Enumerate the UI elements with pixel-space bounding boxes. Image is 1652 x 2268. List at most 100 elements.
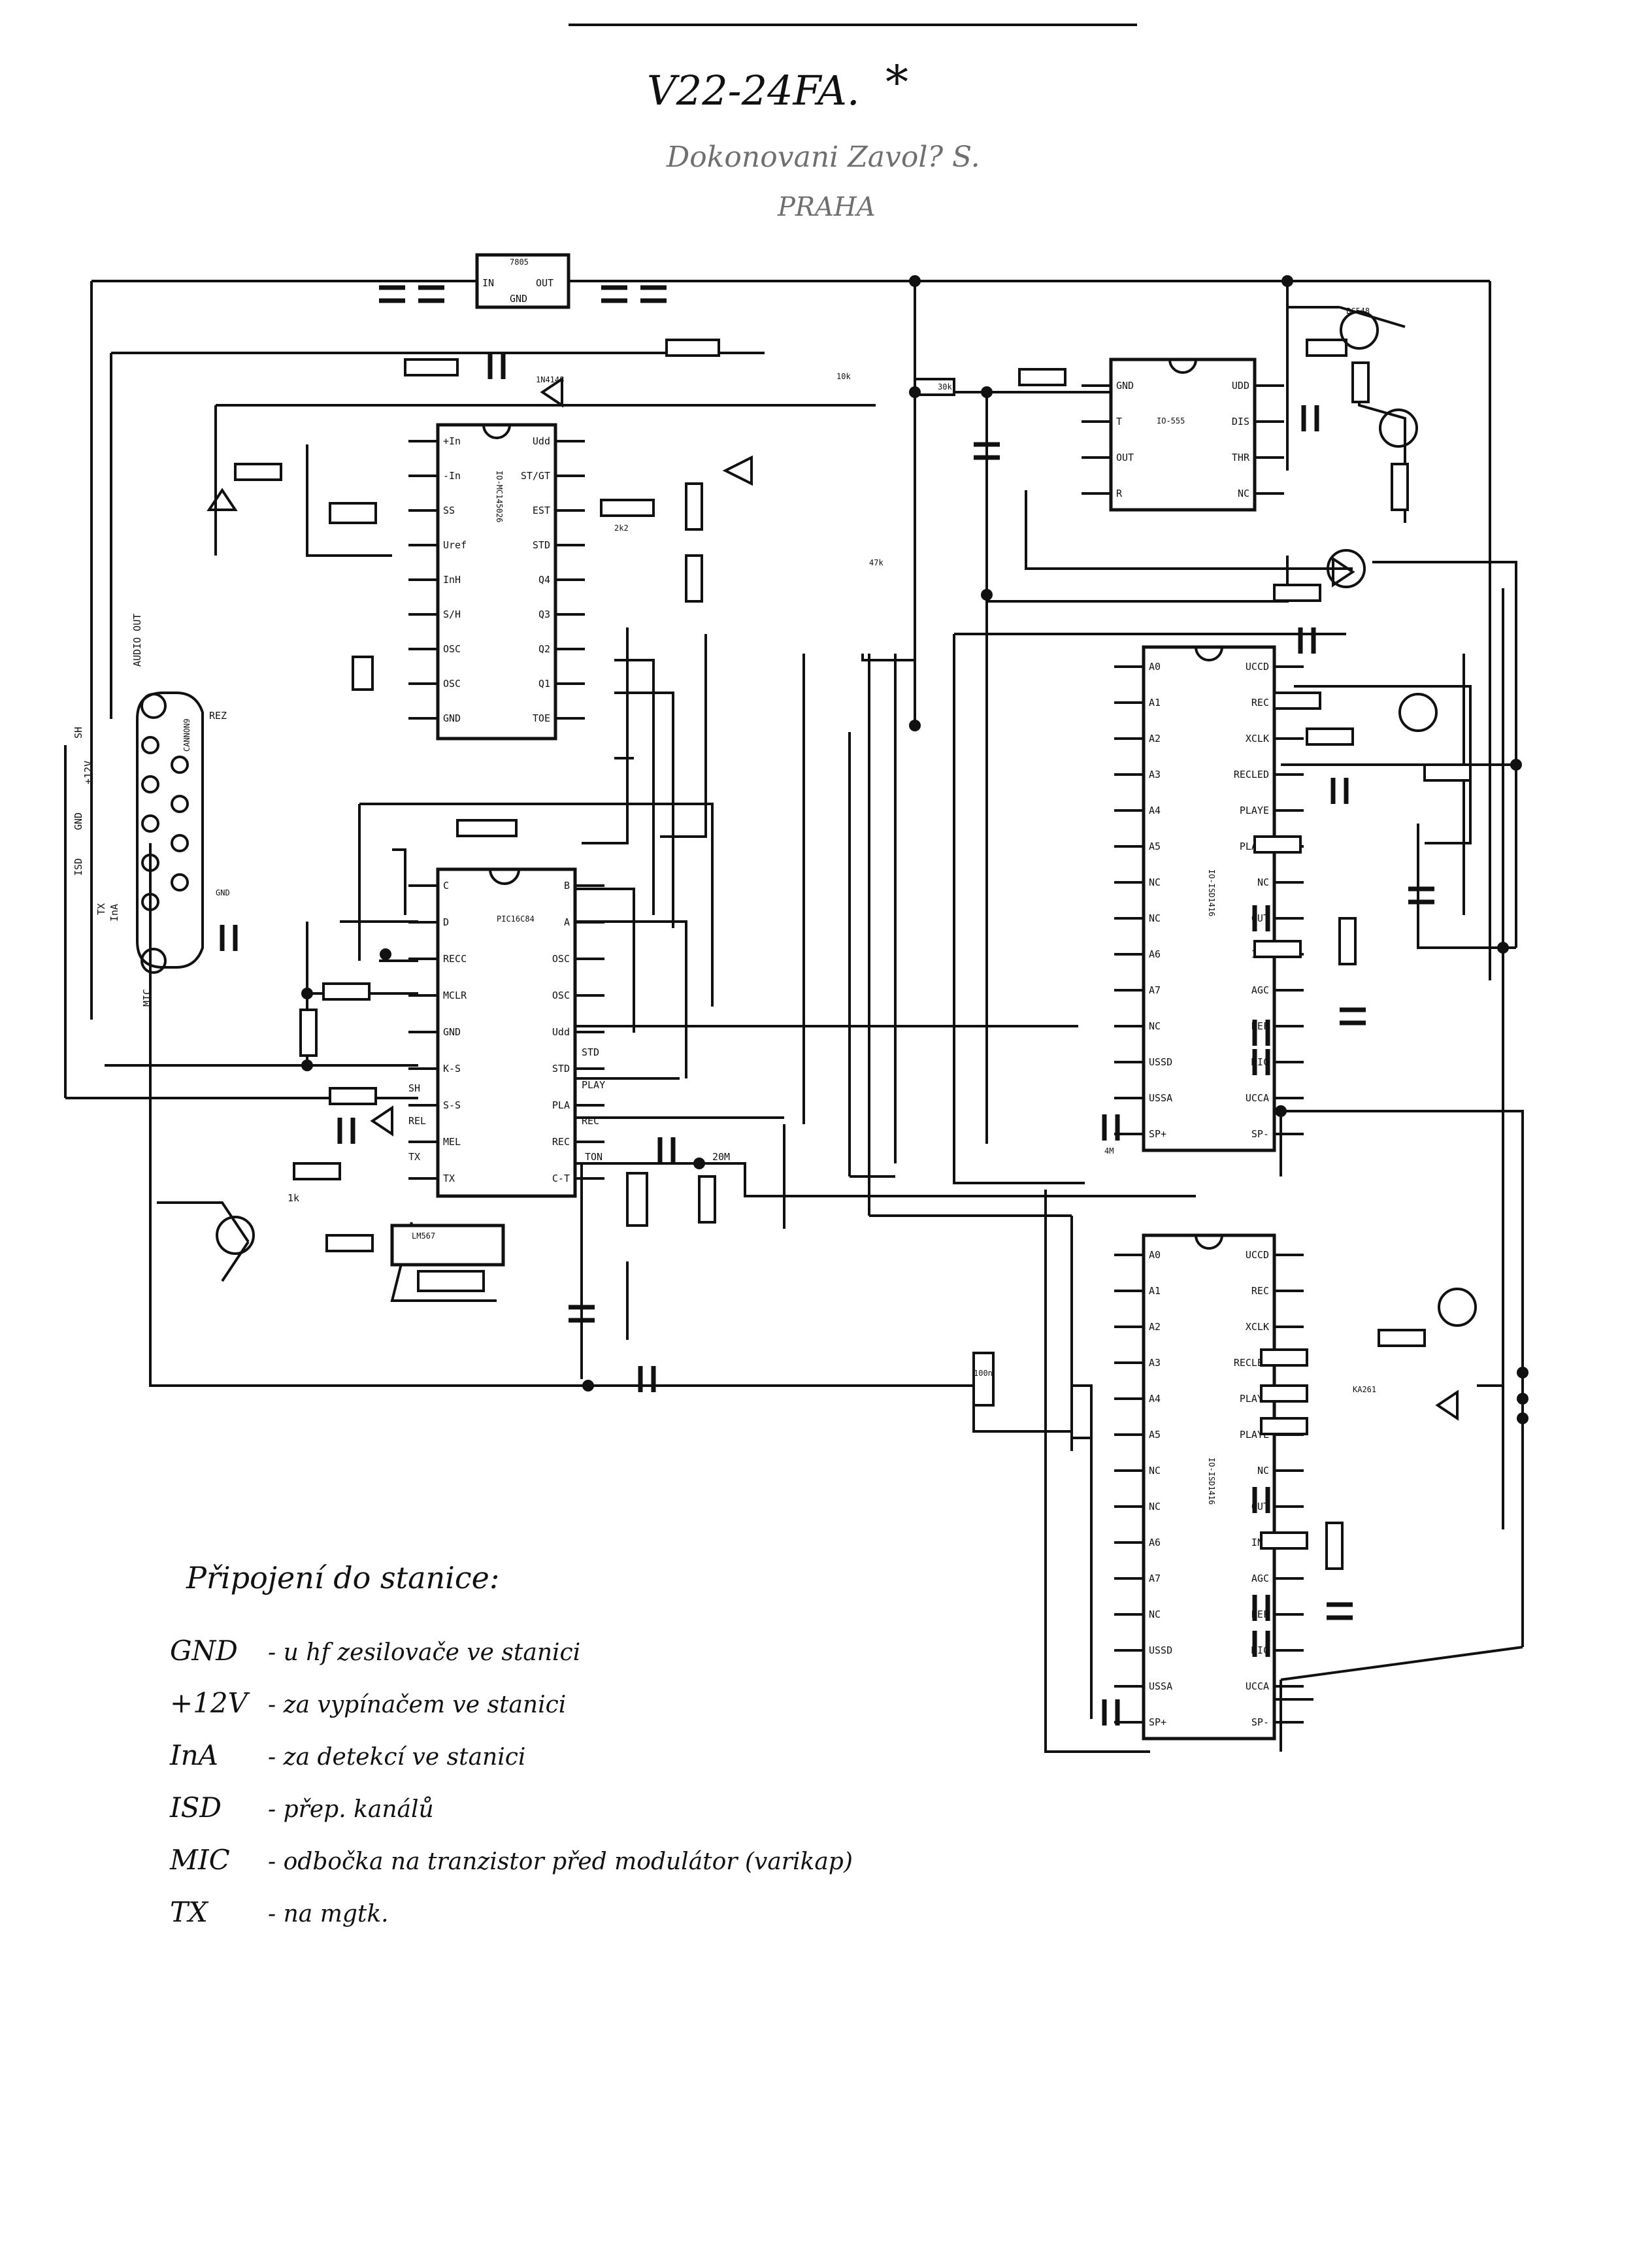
net-label-lm567: LM567 xyxy=(412,1231,435,1241)
connector: AUDIO OUT CANNON9 REZ GND SH +12V GND IS… xyxy=(73,614,230,1007)
u5-pin-left-3: A3 xyxy=(1149,1357,1161,1369)
u4-pin-left-12: USSA xyxy=(1149,1092,1172,1104)
u5-part: IO-ISD1416 xyxy=(1207,1458,1216,1505)
note-text: - odbočka na tranzistor před modulátor (… xyxy=(268,1848,853,1875)
connector-name: AUDIO OUT xyxy=(131,614,143,667)
u1-pin-right-3: STD xyxy=(533,539,550,551)
connector-signal-ina: InA xyxy=(108,904,120,922)
u4-pin-left-8: A6 xyxy=(1149,948,1161,960)
u5-pin-left-2: A2 xyxy=(1149,1321,1161,1333)
title-mark: * xyxy=(885,56,908,109)
u4-pin-left-10: NC xyxy=(1149,1020,1161,1032)
u4-pin-left-2: A2 xyxy=(1149,733,1161,744)
net-label-47k: 47k xyxy=(869,558,884,567)
note-key: TX xyxy=(170,1896,209,1928)
u1-pin-left-3: Uref xyxy=(443,539,467,551)
u4-pin-left-9: A7 xyxy=(1149,984,1161,996)
u3-pin-left-2: OUT xyxy=(1116,452,1134,463)
u4-pin-right-1: REC xyxy=(1251,697,1269,709)
u2-pin-left-5: K-S xyxy=(443,1063,461,1075)
u5-pin-right-6: NC xyxy=(1257,1465,1269,1476)
u2-part: PIC16C84 xyxy=(497,914,535,924)
u4-pin-left-6: NC xyxy=(1149,876,1161,888)
u4-pin-right-12: UCCA xyxy=(1246,1092,1269,1104)
passive-components xyxy=(206,310,1477,1726)
connector-signal-isd: ISD xyxy=(73,858,84,876)
u2-pin-left-8: TX xyxy=(443,1173,455,1184)
u2-pin-right-0: B xyxy=(564,880,570,892)
u5-pin-left-11: USSD xyxy=(1149,1644,1172,1656)
u1-pin-right-7: Q1 xyxy=(538,678,550,690)
u1-pin-right-4: Q4 xyxy=(538,574,550,586)
u4-part: IO-ISD1416 xyxy=(1207,869,1216,916)
u2-pin-right-7: REC xyxy=(552,1136,570,1148)
u4-pin-left-11: USSD xyxy=(1149,1056,1172,1068)
u1-pin-left-7: OSC xyxy=(443,678,461,690)
u1-pin-left-5: S/H xyxy=(443,609,461,620)
u4-pin-right-6: NC xyxy=(1257,876,1269,888)
net-label-std: STD xyxy=(582,1046,599,1058)
u5-pin-left-0: A0 xyxy=(1149,1249,1161,1261)
u4-pin-left-1: A1 xyxy=(1149,697,1161,709)
regulator-pin-out: OUT xyxy=(536,277,553,289)
regulator: 7805 IN OUT GND xyxy=(379,253,667,309)
u4-pin-left-5: A5 xyxy=(1149,841,1161,852)
u2-pin-right-6: PLA xyxy=(552,1099,570,1111)
wiring xyxy=(64,280,1524,1753)
junction-dots xyxy=(301,275,1528,1424)
title: V22-24FA. xyxy=(647,67,860,114)
u3-pin-left-0: GND xyxy=(1116,380,1134,392)
connector-rez: REZ xyxy=(209,710,227,722)
u5-pin-right-12: UCCA xyxy=(1246,1680,1269,1692)
u5-pin-left-5: A5 xyxy=(1149,1429,1161,1441)
u4-pin-left-13: SP+ xyxy=(1149,1128,1166,1140)
u1-pin-right-2: EST xyxy=(533,505,550,516)
u4-pin-left-3: A3 xyxy=(1149,769,1161,780)
net-label-ton: TON xyxy=(585,1151,603,1163)
u5-pin-right-2: XCLK xyxy=(1246,1321,1269,1333)
u1-pin-left-2: SS xyxy=(443,505,455,516)
u4-pin-right-9: AGC xyxy=(1251,984,1269,996)
u1-part: IO-MC145026 xyxy=(495,471,504,522)
regulator-pin-gnd: GND xyxy=(510,293,527,305)
net-label-2k2: 2k2 xyxy=(614,524,629,533)
regulator-part: 7805 xyxy=(510,258,529,267)
net-label-sh: SH xyxy=(408,1082,420,1094)
u4-pin-right-13: SP- xyxy=(1251,1128,1269,1140)
u3-pin-right-1: DIS xyxy=(1232,416,1249,427)
u5-pin-left-12: USSA xyxy=(1149,1680,1172,1692)
u5-pin-right-1: REC xyxy=(1251,1285,1269,1297)
net-label-bc548: BC548 xyxy=(1346,307,1370,316)
u3-pin-right-0: UDD xyxy=(1232,380,1249,392)
connector-gnd-ref: GND xyxy=(216,888,230,897)
u5-pin-left-9: A7 xyxy=(1149,1573,1161,1584)
note-key: MIC xyxy=(169,1844,230,1876)
net-label-rel: REL xyxy=(408,1115,426,1127)
net-label-10k: 10k xyxy=(836,372,851,381)
u2-pin-right-2: OSC xyxy=(552,953,570,965)
u1-pin-left-6: OSC xyxy=(443,643,461,655)
net-label-100n: 100n xyxy=(974,1369,993,1378)
subtitle-line2: PRAHA xyxy=(777,192,876,222)
u3-pin-right-3: NC xyxy=(1238,488,1249,499)
net-label-1k: 1k xyxy=(288,1192,299,1204)
net-label-20m: 20M xyxy=(712,1151,730,1163)
connector-signal-tx: TX xyxy=(95,903,107,915)
u5-pin-left-8: A6 xyxy=(1149,1537,1161,1548)
u5-pin-left-1: A1 xyxy=(1149,1285,1161,1297)
u1-pin-left-0: +In xyxy=(443,435,461,447)
u5-pin-left-4: A4 xyxy=(1149,1393,1161,1405)
u1-pin-left-1: -In xyxy=(443,470,461,482)
u5-pin-right-13: SP- xyxy=(1251,1716,1269,1728)
net-label-play: PLAY xyxy=(582,1079,605,1091)
note-key: InA xyxy=(169,1739,218,1771)
net-label-ka261: KA261 xyxy=(1353,1385,1376,1394)
u4-pin-left-4: A4 xyxy=(1149,805,1161,816)
u5-pin-left-7: NC xyxy=(1149,1501,1161,1512)
note-text: - u hf zesilovače ve stanici xyxy=(268,1639,580,1666)
connector-part: CANNON9 xyxy=(182,718,191,752)
u5-pin-right-0: UCCD xyxy=(1246,1249,1269,1261)
u2-pin-left-4: GND xyxy=(443,1026,461,1038)
connector-signal-gnd: GND xyxy=(73,812,84,830)
